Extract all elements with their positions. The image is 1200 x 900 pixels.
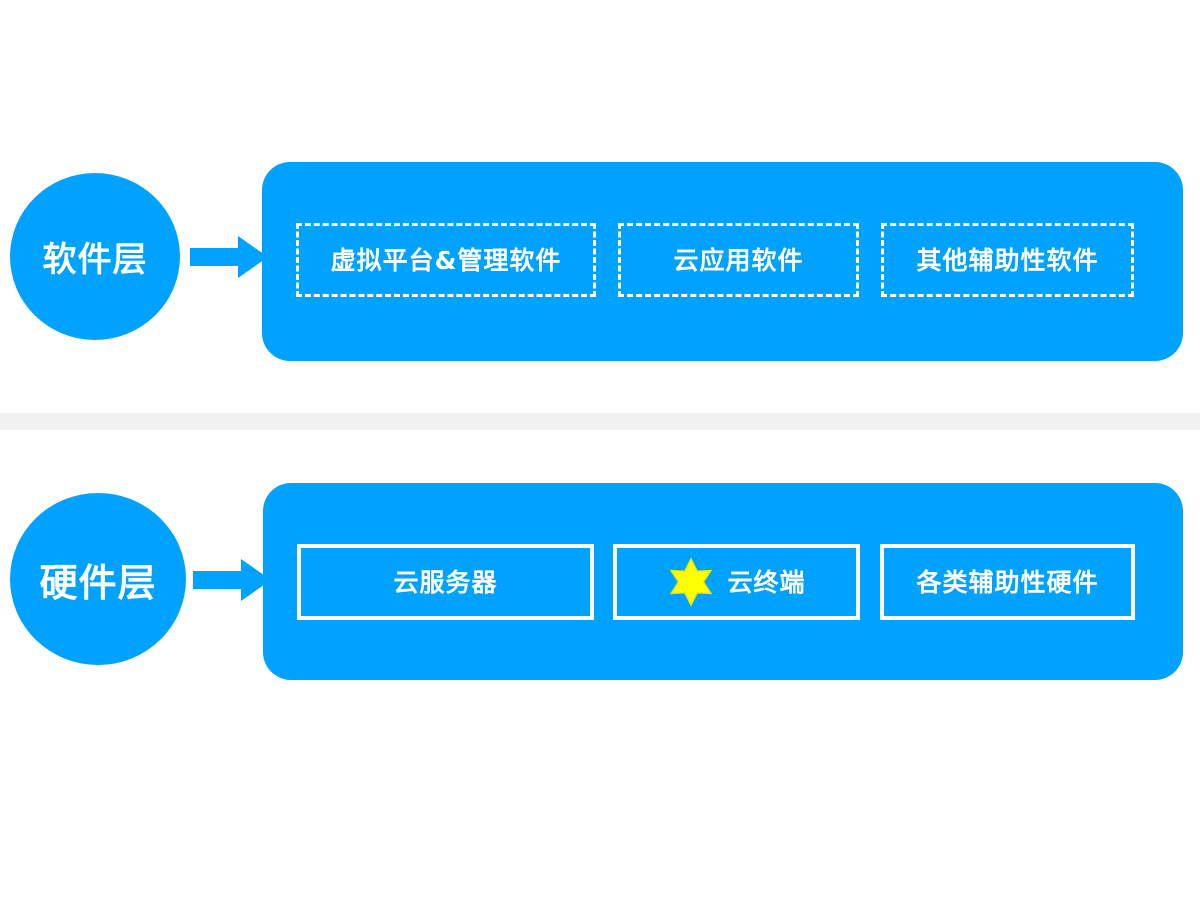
item-box-software-1[interactable]: 云应用软件 xyxy=(618,223,859,297)
item-label-hardware-0: 云服务器 xyxy=(393,567,498,597)
arrow-software xyxy=(190,236,268,278)
item-box-hardware-1[interactable]: 云终端 xyxy=(613,544,860,620)
layer-badge-label-hardware: 硬件层 xyxy=(39,560,157,605)
panel-items-hardware: 云服务器 云终端 各类辅助性硬件 xyxy=(263,483,1183,680)
arrow-shape xyxy=(190,236,268,278)
star-icon xyxy=(670,557,713,607)
item-box-hardware-0[interactable]: 云服务器 xyxy=(297,544,594,620)
layer-badge-hardware[interactable]: 硬件层 xyxy=(10,493,186,665)
panel-items-software: 虚拟平台&管理软件 云应用软件 其他辅助性软件 xyxy=(262,162,1183,361)
item-label-hardware-1: 云终端 xyxy=(727,567,806,597)
item-label-hardware-2: 各类辅助性硬件 xyxy=(916,567,1099,597)
layer-badge-label-software: 软件层 xyxy=(42,240,148,280)
layer-panel-software: 虚拟平台&管理软件 云应用软件 其他辅助性软件 xyxy=(262,162,1183,361)
item-box-software-2[interactable]: 其他辅助性软件 xyxy=(881,223,1134,297)
arrow-shape xyxy=(193,559,271,601)
item-label-software-0: 虚拟平台&管理软件 xyxy=(330,245,562,275)
item-label-software-2: 其他辅助性软件 xyxy=(916,245,1099,275)
item-box-software-0[interactable]: 虚拟平台&管理软件 xyxy=(296,223,596,297)
section-divider xyxy=(0,413,1200,430)
layer-badge-software[interactable]: 软件层 xyxy=(10,173,180,340)
layer-panel-hardware: 云服务器 云终端 各类辅助性硬件 xyxy=(263,483,1183,680)
arrow-hardware xyxy=(193,559,271,601)
item-box-hardware-2[interactable]: 各类辅助性硬件 xyxy=(880,544,1135,620)
item-label-software-1: 云应用软件 xyxy=(673,245,804,275)
star-shape xyxy=(670,557,713,607)
